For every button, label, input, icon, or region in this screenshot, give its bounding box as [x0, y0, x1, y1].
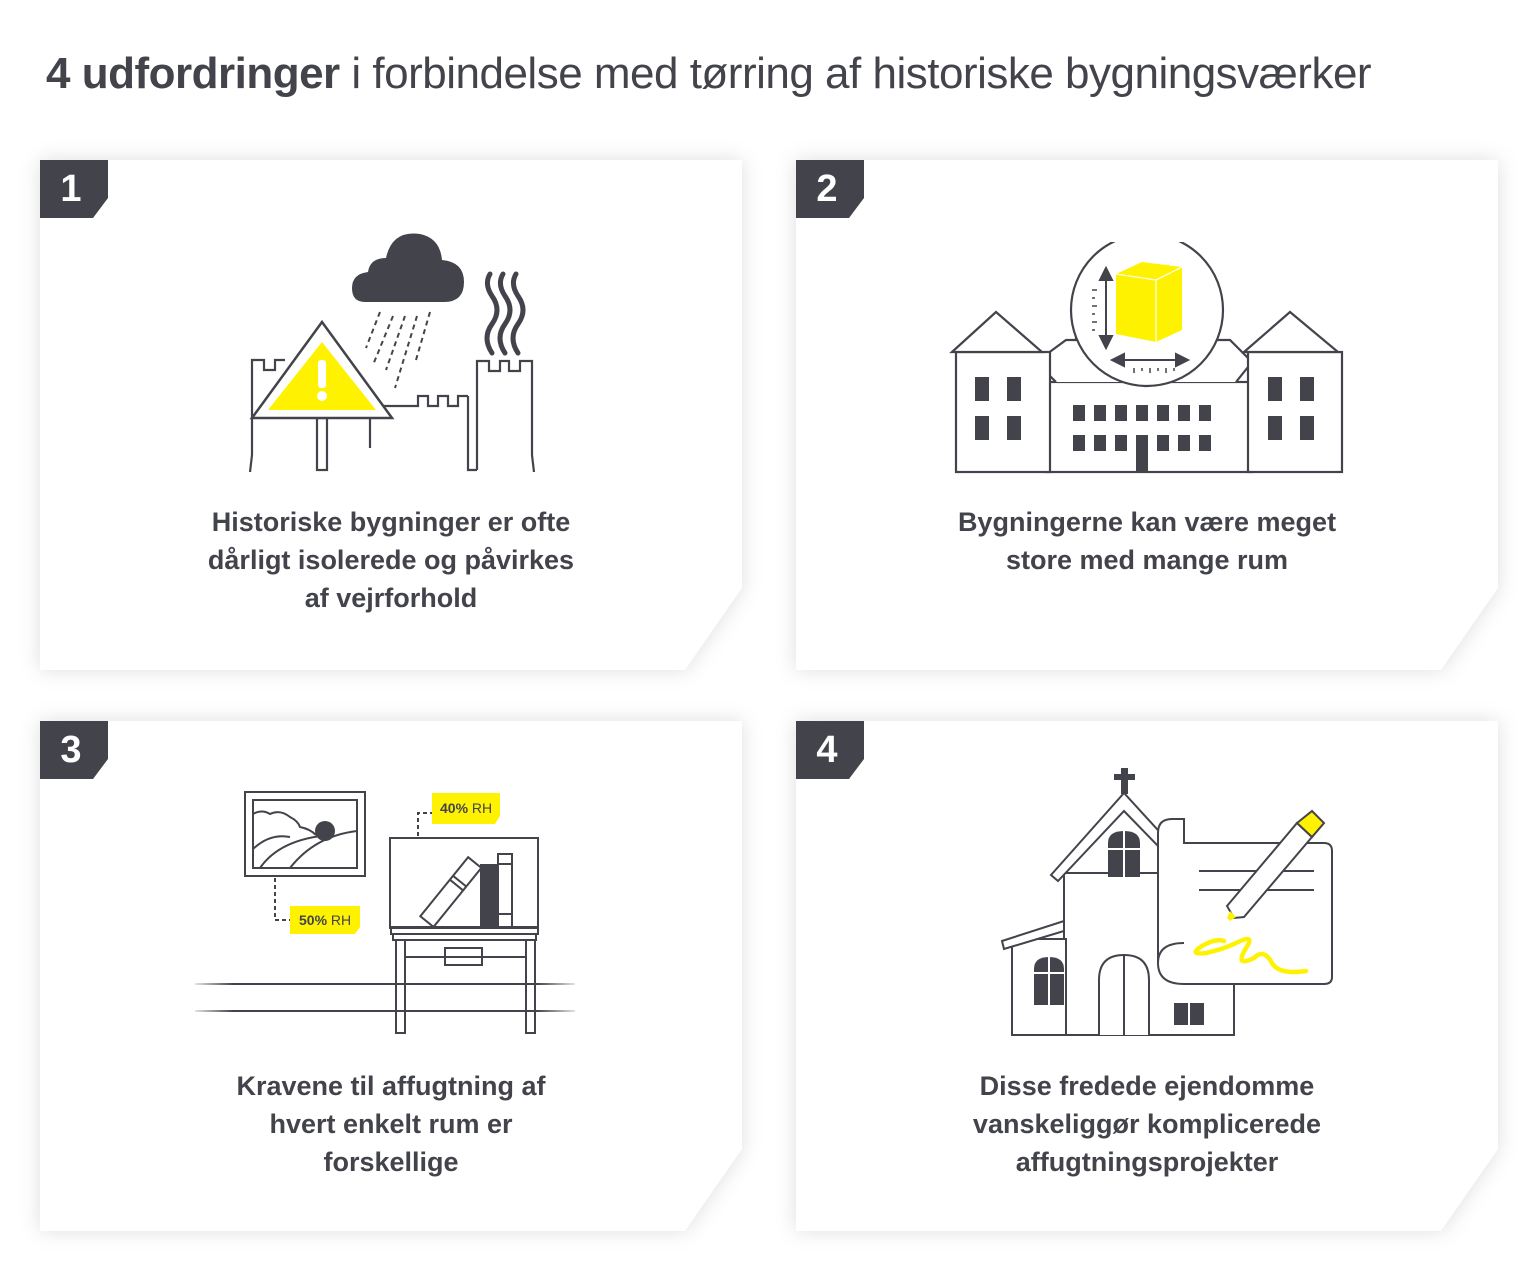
challenge-card-3: 3	[40, 721, 742, 1231]
number-badge	[40, 160, 108, 218]
humidity-tag-50: 50% RH	[299, 912, 351, 928]
page-title-bold: 4 udfordringer	[46, 49, 340, 98]
description-line: af vejrforhold	[304, 583, 478, 613]
tag-unit: RH	[468, 800, 493, 816]
tag-value: 40%	[440, 800, 469, 816]
page-title: 4 udfordringer i forbindelse med tørring…	[46, 46, 1372, 102]
description-line: store med mange rum	[1005, 545, 1289, 575]
card-description: Bygningerne kan være meget store med man…	[856, 503, 1438, 579]
description-line: Historiske bygninger er ofte	[211, 507, 571, 537]
description-line: Kravene til affugtning af	[236, 1071, 546, 1101]
page-title-light: i forbindelse med tørring af historiske …	[339, 49, 1372, 98]
number-badge	[796, 721, 864, 779]
humidity-tag-40: 40% RH	[440, 800, 492, 816]
tag-unit: RH	[327, 912, 352, 928]
castle-weather-illustration	[248, 233, 536, 473]
card-background	[40, 721, 742, 1231]
card-description: Historiske bygninger er ofte dårligt iso…	[100, 503, 682, 617]
challenge-card-4: 4	[796, 721, 1498, 1231]
challenge-card-2: 2	[796, 160, 1498, 670]
challenge-card-1: 1	[40, 160, 742, 670]
church-document-illustration	[1000, 768, 1333, 1036]
description-line: vanskeliggør komplicerede	[972, 1109, 1322, 1139]
card-number: 4	[816, 729, 838, 771]
description-line: forskellige	[323, 1147, 459, 1177]
card-number: 2	[816, 168, 838, 210]
card-description: Disse fredede ejendomme vanskeliggør kom…	[856, 1067, 1438, 1181]
number-badge	[796, 160, 864, 218]
description-line: Bygningerne kan være meget	[957, 507, 1337, 537]
card-number: 1	[60, 168, 82, 210]
description-line: hvert enkelt rum er	[269, 1109, 513, 1139]
description-line: affugtningsprojekter	[1015, 1147, 1279, 1177]
room-humidity-illustration	[195, 791, 575, 1034]
number-badge	[40, 721, 108, 779]
description-line: dårligt isolerede og påvirkes	[207, 545, 575, 575]
large-building-illustration	[949, 242, 1344, 474]
card-description: Kravene til affugtning af hvert enkelt r…	[100, 1067, 682, 1181]
tag-value: 50%	[299, 912, 328, 928]
description-line: Disse fredede ejendomme	[979, 1071, 1315, 1101]
card-number: 3	[60, 729, 82, 771]
